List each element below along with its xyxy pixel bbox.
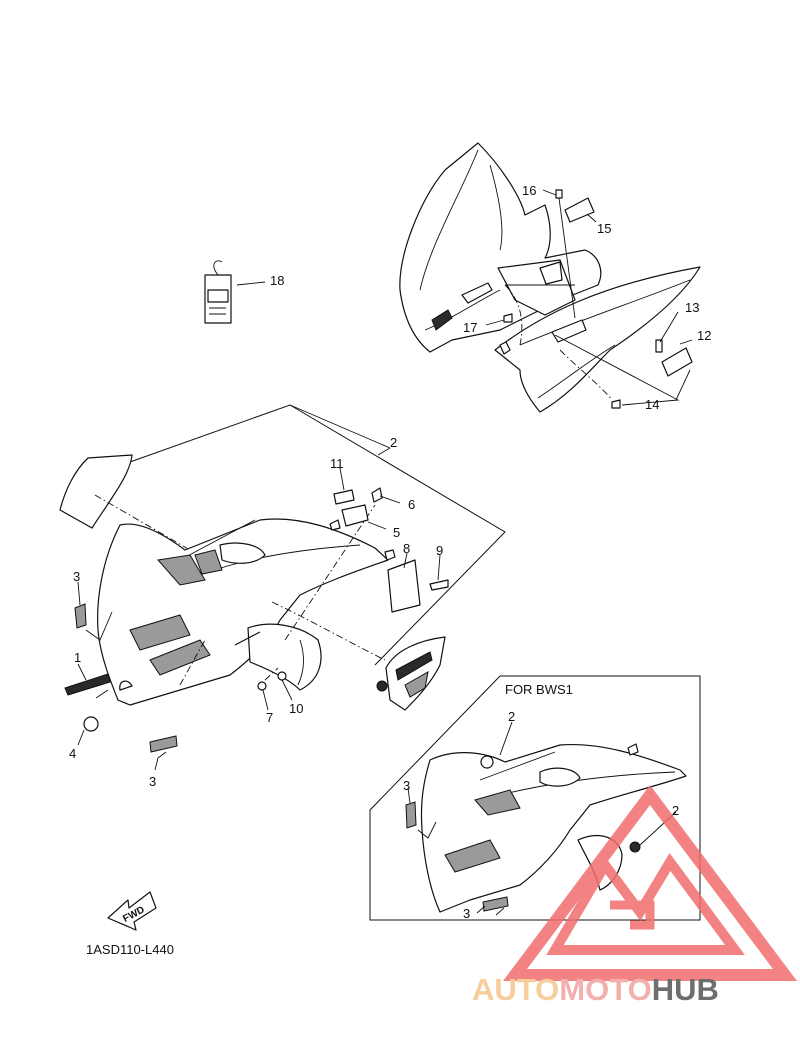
rear-fender-assembly bbox=[399, 142, 701, 413]
callout-3-bws1-bottom: 3 bbox=[463, 906, 470, 921]
watermark-auto: AUTO bbox=[472, 972, 559, 1007]
svg-text:AUTOMOTOHUB: AUTOMOTOHUB bbox=[472, 972, 719, 1007]
watermark: AUTOMOTOHUB bbox=[472, 785, 797, 1007]
callout-3-top: 3 bbox=[73, 569, 80, 584]
callout-14: 14 bbox=[645, 397, 659, 412]
callout-10: 10 bbox=[289, 701, 303, 716]
callout-2-bws1-right: 2 bbox=[672, 803, 679, 818]
callout-5: 5 bbox=[393, 525, 400, 540]
callouts: 18 16 15 17 13 12 14 2 11 6 5 8 9 3 1 10… bbox=[69, 183, 711, 921]
callout-6: 6 bbox=[408, 497, 415, 512]
diagram-code: 1ASD110-L440 bbox=[86, 942, 174, 957]
watermark-hub: HUB bbox=[652, 972, 719, 1007]
bws1-label: FOR BWS1 bbox=[505, 682, 573, 697]
watermark-logo-icon bbox=[503, 785, 797, 981]
callout-12: 12 bbox=[697, 328, 711, 343]
watermark-moto: MOTO bbox=[559, 972, 651, 1007]
callout-3-bws1-top: 3 bbox=[403, 778, 410, 793]
callout-2-bws1-top: 2 bbox=[508, 709, 515, 724]
callout-7: 7 bbox=[266, 710, 273, 725]
callout-13: 13 bbox=[685, 300, 699, 315]
callout-9: 9 bbox=[436, 543, 443, 558]
fwd-arrow: FWD bbox=[107, 891, 157, 931]
callout-4: 4 bbox=[69, 746, 76, 761]
callout-16: 16 bbox=[522, 183, 536, 198]
callout-2-main: 2 bbox=[390, 435, 397, 450]
callout-17: 17 bbox=[463, 320, 477, 335]
front-fender-assembly bbox=[59, 404, 506, 753]
callout-11: 11 bbox=[330, 456, 344, 471]
callout-1: 1 bbox=[74, 650, 81, 665]
callout-15: 15 bbox=[597, 221, 611, 236]
callout-3-bottom: 3 bbox=[149, 774, 156, 789]
warning-tag bbox=[204, 260, 232, 324]
callout-18: 18 bbox=[270, 273, 284, 288]
callout-8: 8 bbox=[403, 541, 410, 556]
